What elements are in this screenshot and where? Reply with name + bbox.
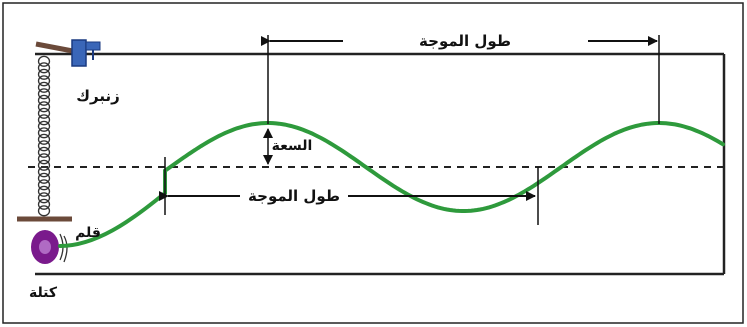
mass-label: كتلة bbox=[29, 285, 58, 301]
spring-coil bbox=[37, 133, 51, 145]
spring-coil bbox=[37, 140, 51, 152]
mass bbox=[31, 230, 68, 264]
spring-coil bbox=[37, 179, 51, 191]
spring-coil bbox=[37, 107, 51, 119]
spring bbox=[37, 55, 51, 217]
spring-coil bbox=[37, 153, 51, 165]
outer-frame bbox=[2, 2, 744, 324]
spring-coil bbox=[37, 68, 51, 80]
spring-coil bbox=[37, 101, 51, 113]
spring-coil bbox=[37, 94, 51, 106]
amplitude-label: السعة bbox=[272, 138, 313, 154]
spring-coil bbox=[37, 185, 51, 197]
spring-coil bbox=[37, 166, 51, 178]
spring-coil bbox=[37, 146, 51, 158]
pen-label: قلم bbox=[75, 225, 101, 241]
wavelength-arrow-top bbox=[261, 35, 660, 124]
spring-coil bbox=[37, 127, 51, 139]
wave-trace bbox=[58, 121, 725, 248]
spring-coil bbox=[37, 120, 51, 132]
wavelength-label-top: طول الموجة bbox=[419, 32, 511, 50]
spring-coil bbox=[37, 55, 51, 67]
clamp bbox=[35, 39, 101, 67]
spring-coil bbox=[37, 172, 51, 184]
spring-coil bbox=[37, 159, 51, 171]
spring-label: زنبرك bbox=[76, 87, 119, 105]
spring-coil bbox=[37, 81, 51, 93]
spring-coil bbox=[37, 62, 51, 74]
spring-coil bbox=[37, 88, 51, 100]
spring-coil bbox=[37, 75, 51, 87]
spring-coil bbox=[37, 192, 51, 204]
spring-coil bbox=[37, 198, 51, 210]
wavelength-label-mid: طول الموجة bbox=[248, 187, 340, 205]
wavelength-arrow-mid bbox=[159, 157, 539, 225]
spring-coil bbox=[37, 114, 51, 126]
spring-coil bbox=[37, 205, 51, 217]
